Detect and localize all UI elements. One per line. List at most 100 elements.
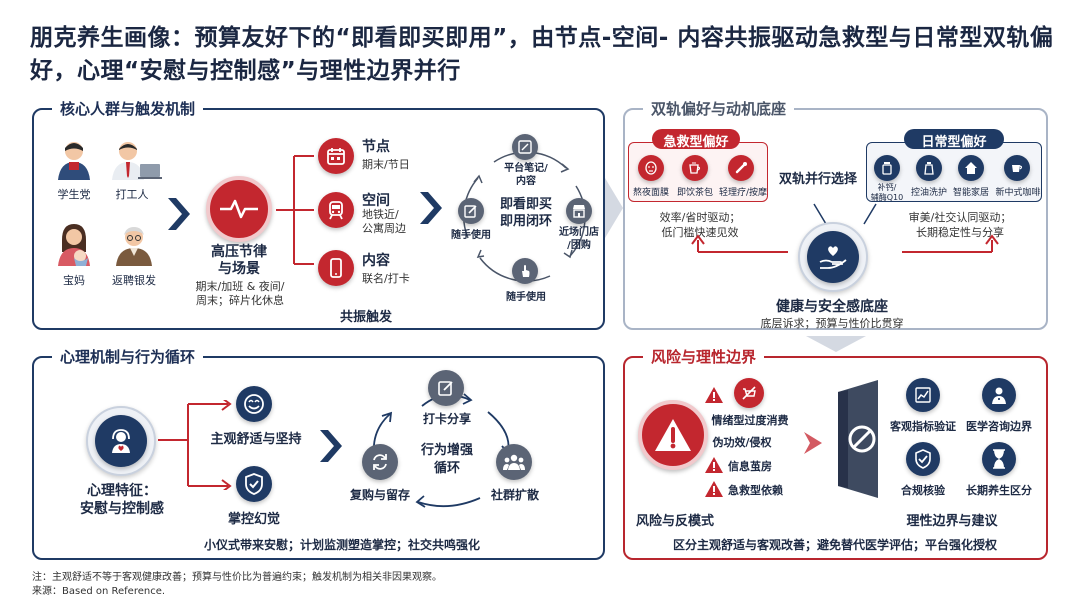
- loop-item-repurchase: 复购与留存: [349, 488, 410, 502]
- chart-check-icon: [906, 378, 940, 412]
- risk-arrow: [804, 432, 822, 454]
- shield-verify-icon: [906, 442, 940, 476]
- panel-risk-boundary: 风险与理性边界: [623, 346, 1048, 560]
- person-label-mother: 宝妈: [63, 274, 85, 287]
- calendar-icon: [318, 138, 354, 174]
- daily-preference-title: 日常型偏好: [921, 135, 987, 150]
- office-worker-icon: [112, 142, 162, 180]
- smile-icon: [236, 386, 272, 422]
- bound-item-metrics: 客观指标验证: [890, 420, 956, 433]
- store-icon: [566, 198, 592, 224]
- branch-comfort: 主观舒适与坚持: [210, 432, 302, 447]
- trigger-space-desc: 地铁近/ 公寓周边: [362, 208, 406, 235]
- emergency-preference-title: 急救型偏好: [663, 135, 729, 150]
- flow-arrow-right: [605, 178, 623, 238]
- trigger-space-title: 空间: [362, 193, 390, 209]
- trigger-node-desc: 期末/节日: [362, 158, 410, 171]
- pressure-scenario-title: 高压节律 与场景: [211, 244, 267, 277]
- daily-item-supplement: 补钙/ 辅酶Q10: [870, 183, 904, 202]
- shield-check-icon: [236, 466, 272, 502]
- person-label-senior: 返聘银发: [112, 274, 156, 287]
- loop-item-platform: 平台笔记/ 内容: [504, 163, 548, 187]
- panel-title: 双轨偏好与动机底座: [643, 98, 795, 119]
- chevron-right-icon: [168, 198, 190, 230]
- psychology-summary: 小仪式带来安慰；计划监测塑造掌控；社交共鸣强化: [203, 538, 480, 552]
- emergency-item-massage: 轻理疗/按摩: [718, 188, 768, 198]
- panel-core-groups: 核心人群与触发机制: [32, 98, 605, 330]
- phone-icon: [318, 250, 354, 286]
- emergency-item-tea: 即饮茶包: [676, 188, 713, 198]
- emergency-desc: 效率/省时驱动； 低门槛快速见效: [659, 211, 741, 239]
- community-icon: [496, 444, 532, 480]
- supplement-bottle-icon: [874, 155, 900, 181]
- panel-title: 核心人群与触发机制: [52, 98, 204, 119]
- flow-arrow-down: [806, 336, 866, 352]
- daily-preference-badge: [904, 129, 1004, 149]
- chevron-right-icon: [420, 192, 442, 224]
- trait-circle: [86, 406, 156, 476]
- shampoo-icon: [916, 155, 942, 181]
- metro-icon: [318, 192, 354, 228]
- headset-heart-icon: [95, 415, 147, 467]
- person-label-worker: 打工人: [115, 188, 149, 201]
- loop-item-checkin: 打卡分享: [422, 412, 471, 426]
- emergency-item-mask: 熬夜面膜: [632, 188, 669, 198]
- panel-title: 心理机制与行为循环: [52, 346, 204, 367]
- hourglass-icon: [982, 442, 1016, 476]
- checkin-share-icon: [428, 370, 464, 406]
- bound-label: 理性边界与建议: [906, 514, 998, 529]
- base-connector-lines: [691, 203, 999, 253]
- student-icon: [58, 142, 90, 180]
- base-desc: 底层诉求；预算与性价比贯穿: [760, 317, 904, 330]
- dual-track-label: 双轨并行选择: [778, 172, 857, 187]
- doctor-icon: [982, 378, 1016, 412]
- edit-icon: [458, 198, 484, 224]
- no-shopping-icon: [734, 378, 764, 408]
- behavior-loop-title: 行为增强 循环: [420, 443, 473, 476]
- branch-control: 掌控幻觉: [227, 512, 280, 527]
- warning-icon: [705, 457, 723, 473]
- heart-hand-icon: [807, 231, 859, 283]
- warning-icon: [705, 387, 723, 403]
- page-title: 朋克养生画像：预算友好下的“即看即买即用”，由节点-空间- 内容共振驱动急救型与…: [30, 25, 1054, 84]
- coffee-icon: [1004, 155, 1030, 181]
- risk-item-emotional: 情绪型过度消费: [711, 414, 789, 427]
- mother-icon: [58, 224, 90, 266]
- loop-item-community: 社群扩散: [490, 488, 539, 502]
- heart-hand-circle: [798, 222, 868, 292]
- bound-item-longterm: 长期养生区分: [966, 484, 1032, 497]
- big-warning-icon: [638, 400, 708, 470]
- daily-item-coffee: 新中式咖啡: [995, 188, 1041, 198]
- panel-title: 风险与理性边界: [643, 346, 765, 367]
- trigger-node-title: 节点: [362, 139, 390, 155]
- daily-item-haircare: 控油洗护: [910, 188, 947, 198]
- heartbeat-circle: [206, 176, 272, 242]
- risk-item-dependence: 急救型依赖: [728, 484, 783, 497]
- barrier-wall: [838, 380, 878, 498]
- loop-item-use-left: 随手使用: [451, 230, 491, 241]
- daily-item-smarthome: 智能家居: [952, 188, 989, 198]
- trigger-content-desc: 联名/打卡: [362, 272, 410, 285]
- massage-icon: [728, 155, 754, 181]
- footer-source: 来源：Based on Reference.: [32, 586, 166, 597]
- pressure-scenario-desc: 期末/加班 & 夜间/ 周末；碎片化休息: [195, 280, 285, 307]
- heartbeat-icon: [220, 199, 258, 219]
- resonance-label: 共振触发: [339, 310, 392, 325]
- warning-icon: [705, 481, 723, 497]
- risk-summary: 区分主观舒适与客观改善；避免替代医学评估；平台强化授权: [672, 538, 997, 552]
- face-mask-icon: [638, 155, 664, 181]
- repeat-icon: [362, 444, 398, 480]
- trait-title: 心理特征： 安慰与控制感: [80, 483, 164, 517]
- loop-item-store: 近场门店 /团购: [559, 227, 599, 251]
- edit-note-icon: [512, 134, 538, 160]
- panel-dual-track: 双轨偏好与动机底座: [623, 98, 1048, 330]
- trigger-content-title: 内容: [362, 253, 390, 269]
- risk-item-fake-efficacy: 伪功效/侵权: [712, 436, 772, 449]
- daily-desc: 审美/社交认同驱动； 长期稳定性与分享: [908, 211, 1012, 239]
- trait-bracket: [158, 400, 232, 490]
- risk-item-echo-chamber: 信息茧房: [728, 460, 772, 473]
- bound-item-compliance: 合规核验: [901, 484, 945, 497]
- panel-psychology: 心理机制与行为循环: [32, 346, 605, 560]
- base-title: 健康与安全感底座: [776, 299, 888, 315]
- chevron-right-icon: [320, 430, 342, 462]
